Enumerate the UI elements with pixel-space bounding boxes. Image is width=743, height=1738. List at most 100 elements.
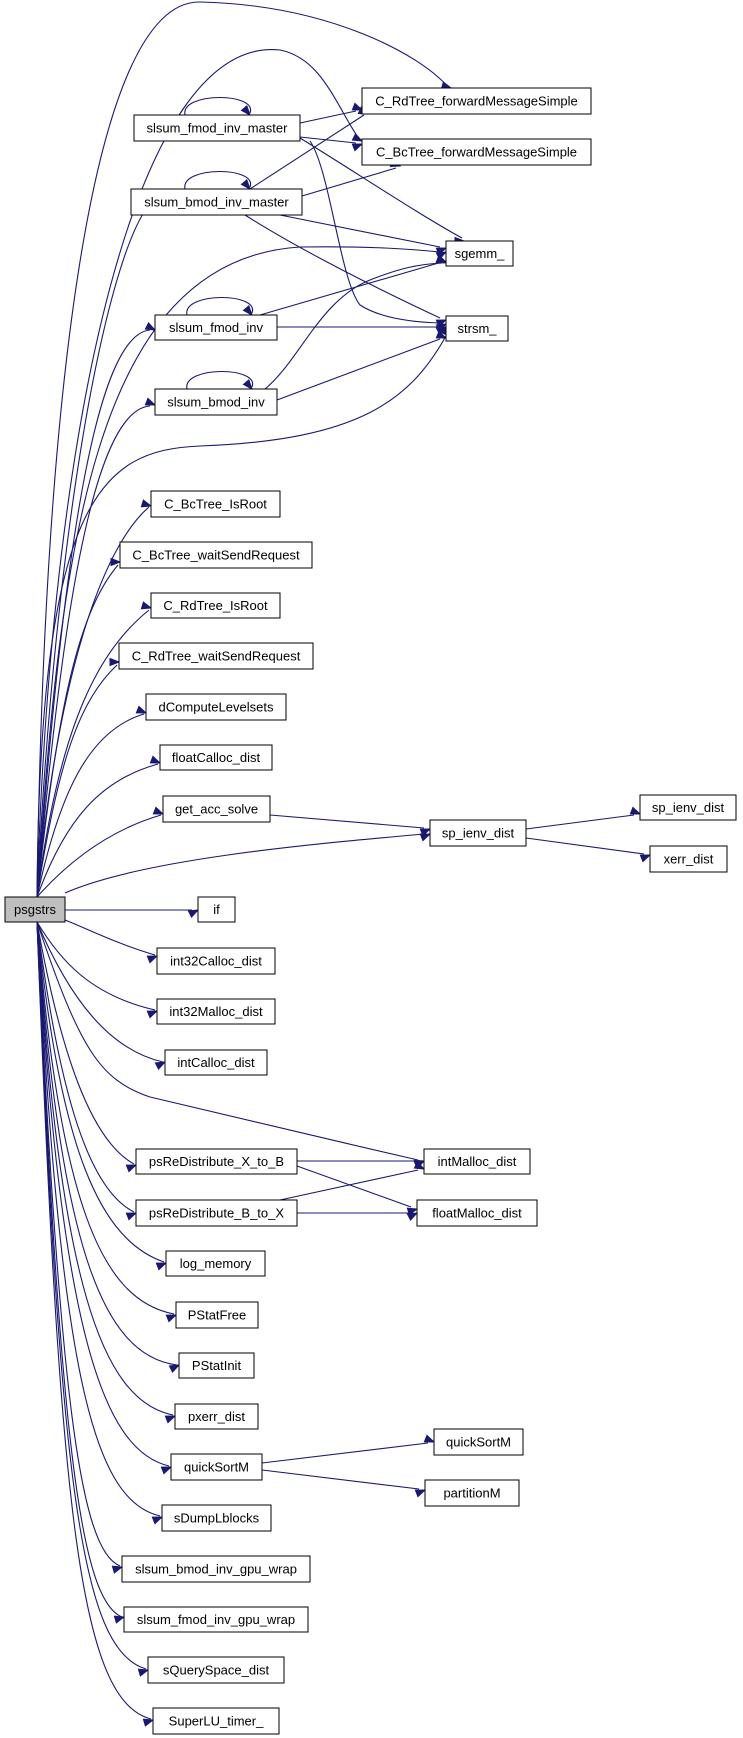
edge-arrow [259,254,448,316]
node-box[interactable] [649,845,728,873]
graph-node-qs-main[interactable]: quickSortM [170,1453,263,1481]
edge-line [64,919,156,956]
node-box[interactable] [152,1707,280,1735]
graph-node-redist-bx[interactable]: psReDistribute_B_to_X [135,1199,298,1227]
graph-node-sgemm[interactable]: sgemm_ [445,240,514,267]
graph-node-bc-isroot[interactable]: C_BcTree_IsRoot [150,490,281,518]
node-box[interactable] [133,114,301,142]
node-box[interactable] [150,592,281,619]
graph-node-fmod-master[interactable]: slsum_fmod_inv_master [133,114,301,142]
node-box[interactable] [361,87,592,115]
node-box[interactable] [130,188,303,216]
graph-node-pstatinit[interactable]: PStatInit [178,1352,255,1379]
graph-node-pxerr[interactable]: pxerr_dist [174,1403,259,1430]
graph-node-spienv2[interactable]: sp_ienv_dist [639,794,737,821]
node-box[interactable] [154,314,278,341]
edge-arrow [184,170,251,191]
edge-arrow [299,102,364,124]
node-box[interactable] [118,642,314,670]
node-box[interactable] [424,1479,520,1507]
graph-node-bmod-master[interactable]: slsum_bmod_inv_master [130,188,303,216]
graph-node-psgstrs[interactable]: psgstrs [4,896,66,923]
node-box[interactable] [156,998,276,1025]
graph-node-rd-isroot[interactable]: C_RdTree_IsRoot [150,592,281,619]
node-box[interactable] [639,794,737,821]
node-box[interactable] [161,1504,272,1532]
node-label: C_RdTree_IsRoot [163,598,268,613]
edge-arrow [36,921,159,1019]
node-box[interactable] [156,947,276,975]
graph-node-intcalloc[interactable]: intCalloc_dist [164,1049,268,1076]
graph-node-redist-xb[interactable]: psReDistribute_X_to_B [135,1148,298,1175]
node-box[interactable] [164,1049,268,1076]
graph-node-rd-fwd[interactable]: C_RdTree_forwardMessageSimple [361,87,592,115]
graph-node-dcompute[interactable]: dComputeLevelsets [145,693,287,721]
graph-node-floatmalloc[interactable]: floatMalloc_dist [416,1199,538,1227]
arrowhead-icon [154,1061,167,1071]
graph-node-int32calloc[interactable]: int32Calloc_dist [156,947,276,975]
graph-node-fmod-gpu[interactable]: slsum_fmod_inv_gpu_wrap [123,1606,309,1633]
graph-node-floatcalloc[interactable]: floatCalloc_dist [159,744,273,771]
node-box[interactable] [4,896,66,923]
node-box[interactable] [170,1453,263,1481]
graph-node-pstatfree[interactable]: PStatFree [175,1301,259,1329]
node-box[interactable] [165,1250,266,1277]
node-label: PStatInit [192,1358,242,1373]
arrowhead-icon [639,854,652,863]
node-box[interactable] [423,1148,531,1175]
edge-line [36,329,151,898]
graph-node-bc-fwd[interactable]: C_BcTree_forwardMessageSimple [361,138,592,166]
edge-line [261,1469,420,1490]
graph-node-rd-wait[interactable]: C_RdTree_waitSendRequest [118,642,314,670]
graph-node-int32malloc[interactable]: int32Malloc_dist [156,998,276,1025]
node-label: sQuerySpace_dist [163,1663,270,1678]
graph-node-partition[interactable]: partitionM [424,1479,520,1507]
node-box[interactable] [135,1199,298,1227]
edge-line [36,921,147,1670]
edge-arrow [296,1165,419,1216]
node-box[interactable] [416,1199,538,1227]
node-box[interactable] [121,1555,311,1583]
graph-node-getacc[interactable]: get_acc_solve [162,795,271,823]
graph-node-strsm[interactable]: strsm_ [445,315,509,342]
node-box[interactable] [445,315,509,342]
node-label: strsm_ [458,321,498,336]
arrowhead-icon [149,755,162,764]
node-box[interactable] [159,744,273,771]
node-box[interactable] [174,1403,259,1430]
node-box[interactable] [429,819,527,847]
graph-node-squery[interactable]: sQuerySpace_dist [147,1656,285,1684]
node-box[interactable] [135,1148,298,1175]
graph-node-sdump[interactable]: sDumpLblocks [161,1504,272,1532]
edge-line [184,96,251,116]
edge-arrow [277,326,448,336]
graph-node-fmod-inv[interactable]: slsum_fmod_inv [154,314,278,341]
edge-line [259,261,443,316]
node-box[interactable] [145,693,287,721]
node-box[interactable] [119,541,313,569]
graph-node-intmalloc[interactable]: intMalloc_dist [423,1148,531,1175]
edge-line [36,921,152,1720]
graph-node-if[interactable]: if [197,896,236,923]
node-box[interactable] [361,138,592,166]
node-box[interactable] [445,240,514,267]
node-box[interactable] [147,1656,285,1684]
node-box[interactable] [162,795,271,823]
graph-node-logmem[interactable]: log_memory [165,1250,266,1277]
node-box[interactable] [154,388,278,416]
graph-node-qs-self[interactable]: quickSortM [433,1428,524,1456]
graph-node-bmod-inv[interactable]: slsum_bmod_inv [154,388,278,416]
node-label: slsum_bmod_inv [167,395,265,410]
node-box[interactable] [178,1352,255,1379]
node-box[interactable] [197,896,236,923]
node-box[interactable] [150,490,281,518]
graph-node-spienv[interactable]: sp_ienv_dist [429,819,527,847]
graph-node-xerr[interactable]: xerr_dist [649,845,728,873]
graph-node-timer[interactable]: SuperLU_timer_ [152,1707,280,1735]
graph-node-bc-wait[interactable]: C_BcTree_waitSendRequest [119,541,313,569]
node-box[interactable] [433,1428,524,1456]
node-box[interactable] [175,1301,259,1329]
graph-node-bmod-gpu[interactable]: slsum_bmod_inv_gpu_wrap [121,1555,311,1583]
node-box[interactable] [123,1606,309,1633]
edge-line [279,214,441,248]
